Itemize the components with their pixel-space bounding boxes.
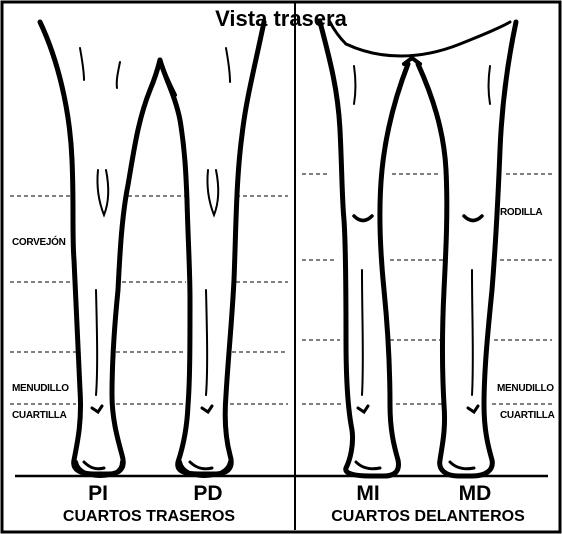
right-hind-hock-detail — [207, 170, 218, 215]
left-fore-heel — [356, 462, 380, 469]
left-fore-fetlock-mark — [358, 406, 368, 412]
right-fore-tendon — [472, 270, 473, 395]
hind-pastern-label: CUARTILLA — [12, 410, 67, 421]
left-hind-leg-outline — [40, 22, 160, 474]
left-hind-hock-detail — [97, 170, 108, 215]
left-hind-fetlock-mark — [92, 406, 102, 412]
hind-leg-details — [80, 48, 230, 469]
left-hind-upper-mark — [80, 48, 84, 80]
hind-legs — [40, 22, 264, 476]
fore-pastern-label: CUARTILLA — [500, 410, 555, 421]
guide-lines — [10, 174, 552, 404]
right-fore-upper-mark — [489, 66, 491, 104]
fore-fetlock-label: MENUDILLO — [497, 383, 554, 394]
left-fore-code: MI — [346, 482, 390, 506]
left-hind-tendon — [96, 290, 97, 395]
right-fore-fetlock-mark — [468, 406, 478, 412]
fore-group-label: CUARTOS DELANTEROS — [296, 508, 560, 526]
left-fore-knee-mark — [354, 216, 372, 221]
diagram-title: Vista trasera — [0, 6, 562, 32]
right-hind-tendon — [206, 290, 207, 395]
right-hind-fetlock-mark — [202, 406, 212, 412]
hind-group-label: CUARTOS TRASEROS — [4, 508, 294, 526]
fore-legs — [320, 22, 516, 476]
right-hind-code: PD — [186, 482, 230, 506]
fore-leg-details — [354, 66, 490, 469]
hind-hock-label: CORVEJÓN — [12, 237, 66, 248]
left-fore-leg-outline — [320, 22, 408, 476]
right-fore-heel — [450, 462, 474, 469]
right-hind-heel — [190, 462, 212, 469]
left-hind-gaskin-mark — [117, 62, 120, 88]
right-fore-knee-mark — [464, 216, 482, 221]
hind-fetlock-label: MENUDILLO — [12, 383, 69, 394]
left-hind-heel — [84, 462, 104, 469]
right-hind-upper-mark — [226, 48, 230, 82]
left-fore-tendon — [362, 270, 363, 395]
fore-knee-label: RODILLA — [500, 207, 542, 218]
left-fore-upper-mark — [354, 66, 356, 104]
right-fore-code: MD — [450, 482, 500, 506]
left-hind-code: PI — [76, 482, 120, 506]
